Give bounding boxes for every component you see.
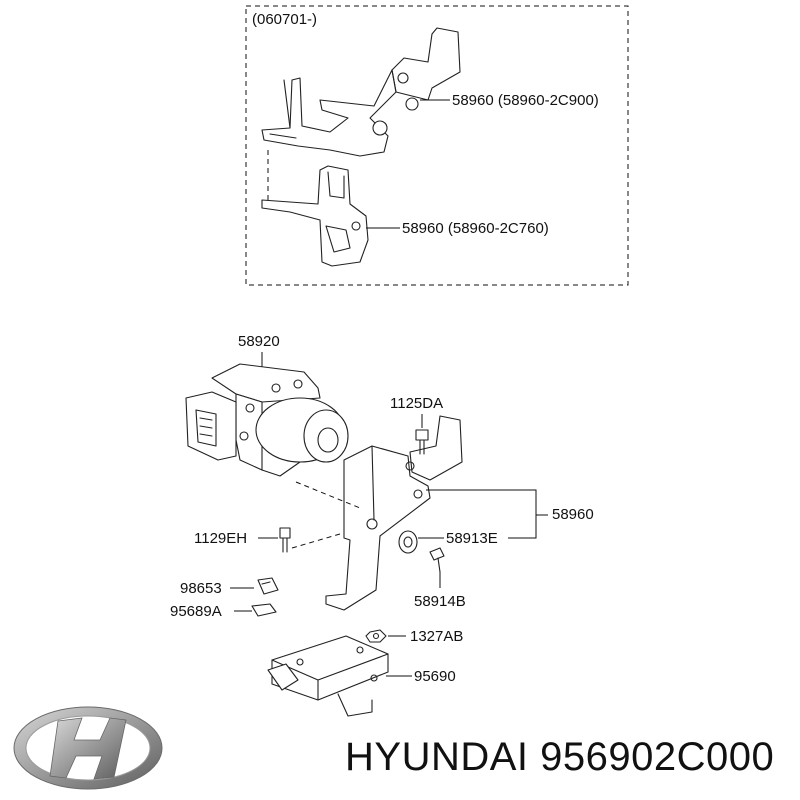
callout-bracket-upper: 58960 (58960-2C900) bbox=[452, 92, 599, 109]
callout-bushing: 58913E bbox=[446, 530, 498, 547]
dashed-link-bolt bbox=[291, 533, 341, 549]
bracket-main bbox=[325, 415, 463, 611]
callout-bracket-main: 58960 bbox=[552, 506, 594, 523]
bolt-left bbox=[279, 527, 291, 553]
callout-clip: 98653 bbox=[180, 580, 222, 597]
variant-box bbox=[245, 5, 629, 286]
hyundai-logo bbox=[13, 706, 163, 790]
clip-bracket bbox=[251, 603, 277, 617]
dashed-link-main bbox=[295, 481, 361, 509]
bushing bbox=[398, 530, 418, 554]
nut bbox=[365, 629, 387, 643]
leader-bracket-main bbox=[426, 489, 548, 539]
callout-nut: 1327AB bbox=[410, 628, 463, 645]
sensor bbox=[267, 635, 389, 717]
callout-pin: 58914B bbox=[414, 593, 466, 610]
callout-clip-bracket: 95689A bbox=[170, 603, 222, 620]
callout-bracket-lower: 58960 (58960-2C760) bbox=[402, 220, 549, 237]
bolt-top bbox=[415, 429, 429, 455]
callout-sensor: 95690 bbox=[414, 668, 456, 685]
bracket-lower bbox=[261, 165, 369, 267]
clip bbox=[257, 577, 279, 595]
callout-bolt-top: 1125DA bbox=[390, 395, 443, 412]
pin bbox=[429, 547, 445, 573]
hydraulic-unit bbox=[185, 363, 349, 477]
callout-hydraulic-unit: 58920 bbox=[238, 333, 280, 350]
variant-box-label: (060701-) bbox=[252, 11, 317, 28]
brand-part-number: HYUNDAI 956902C000 bbox=[345, 735, 775, 779]
callout-bolt-left: 1129EH bbox=[194, 530, 247, 547]
bracket-upper bbox=[261, 27, 461, 157]
